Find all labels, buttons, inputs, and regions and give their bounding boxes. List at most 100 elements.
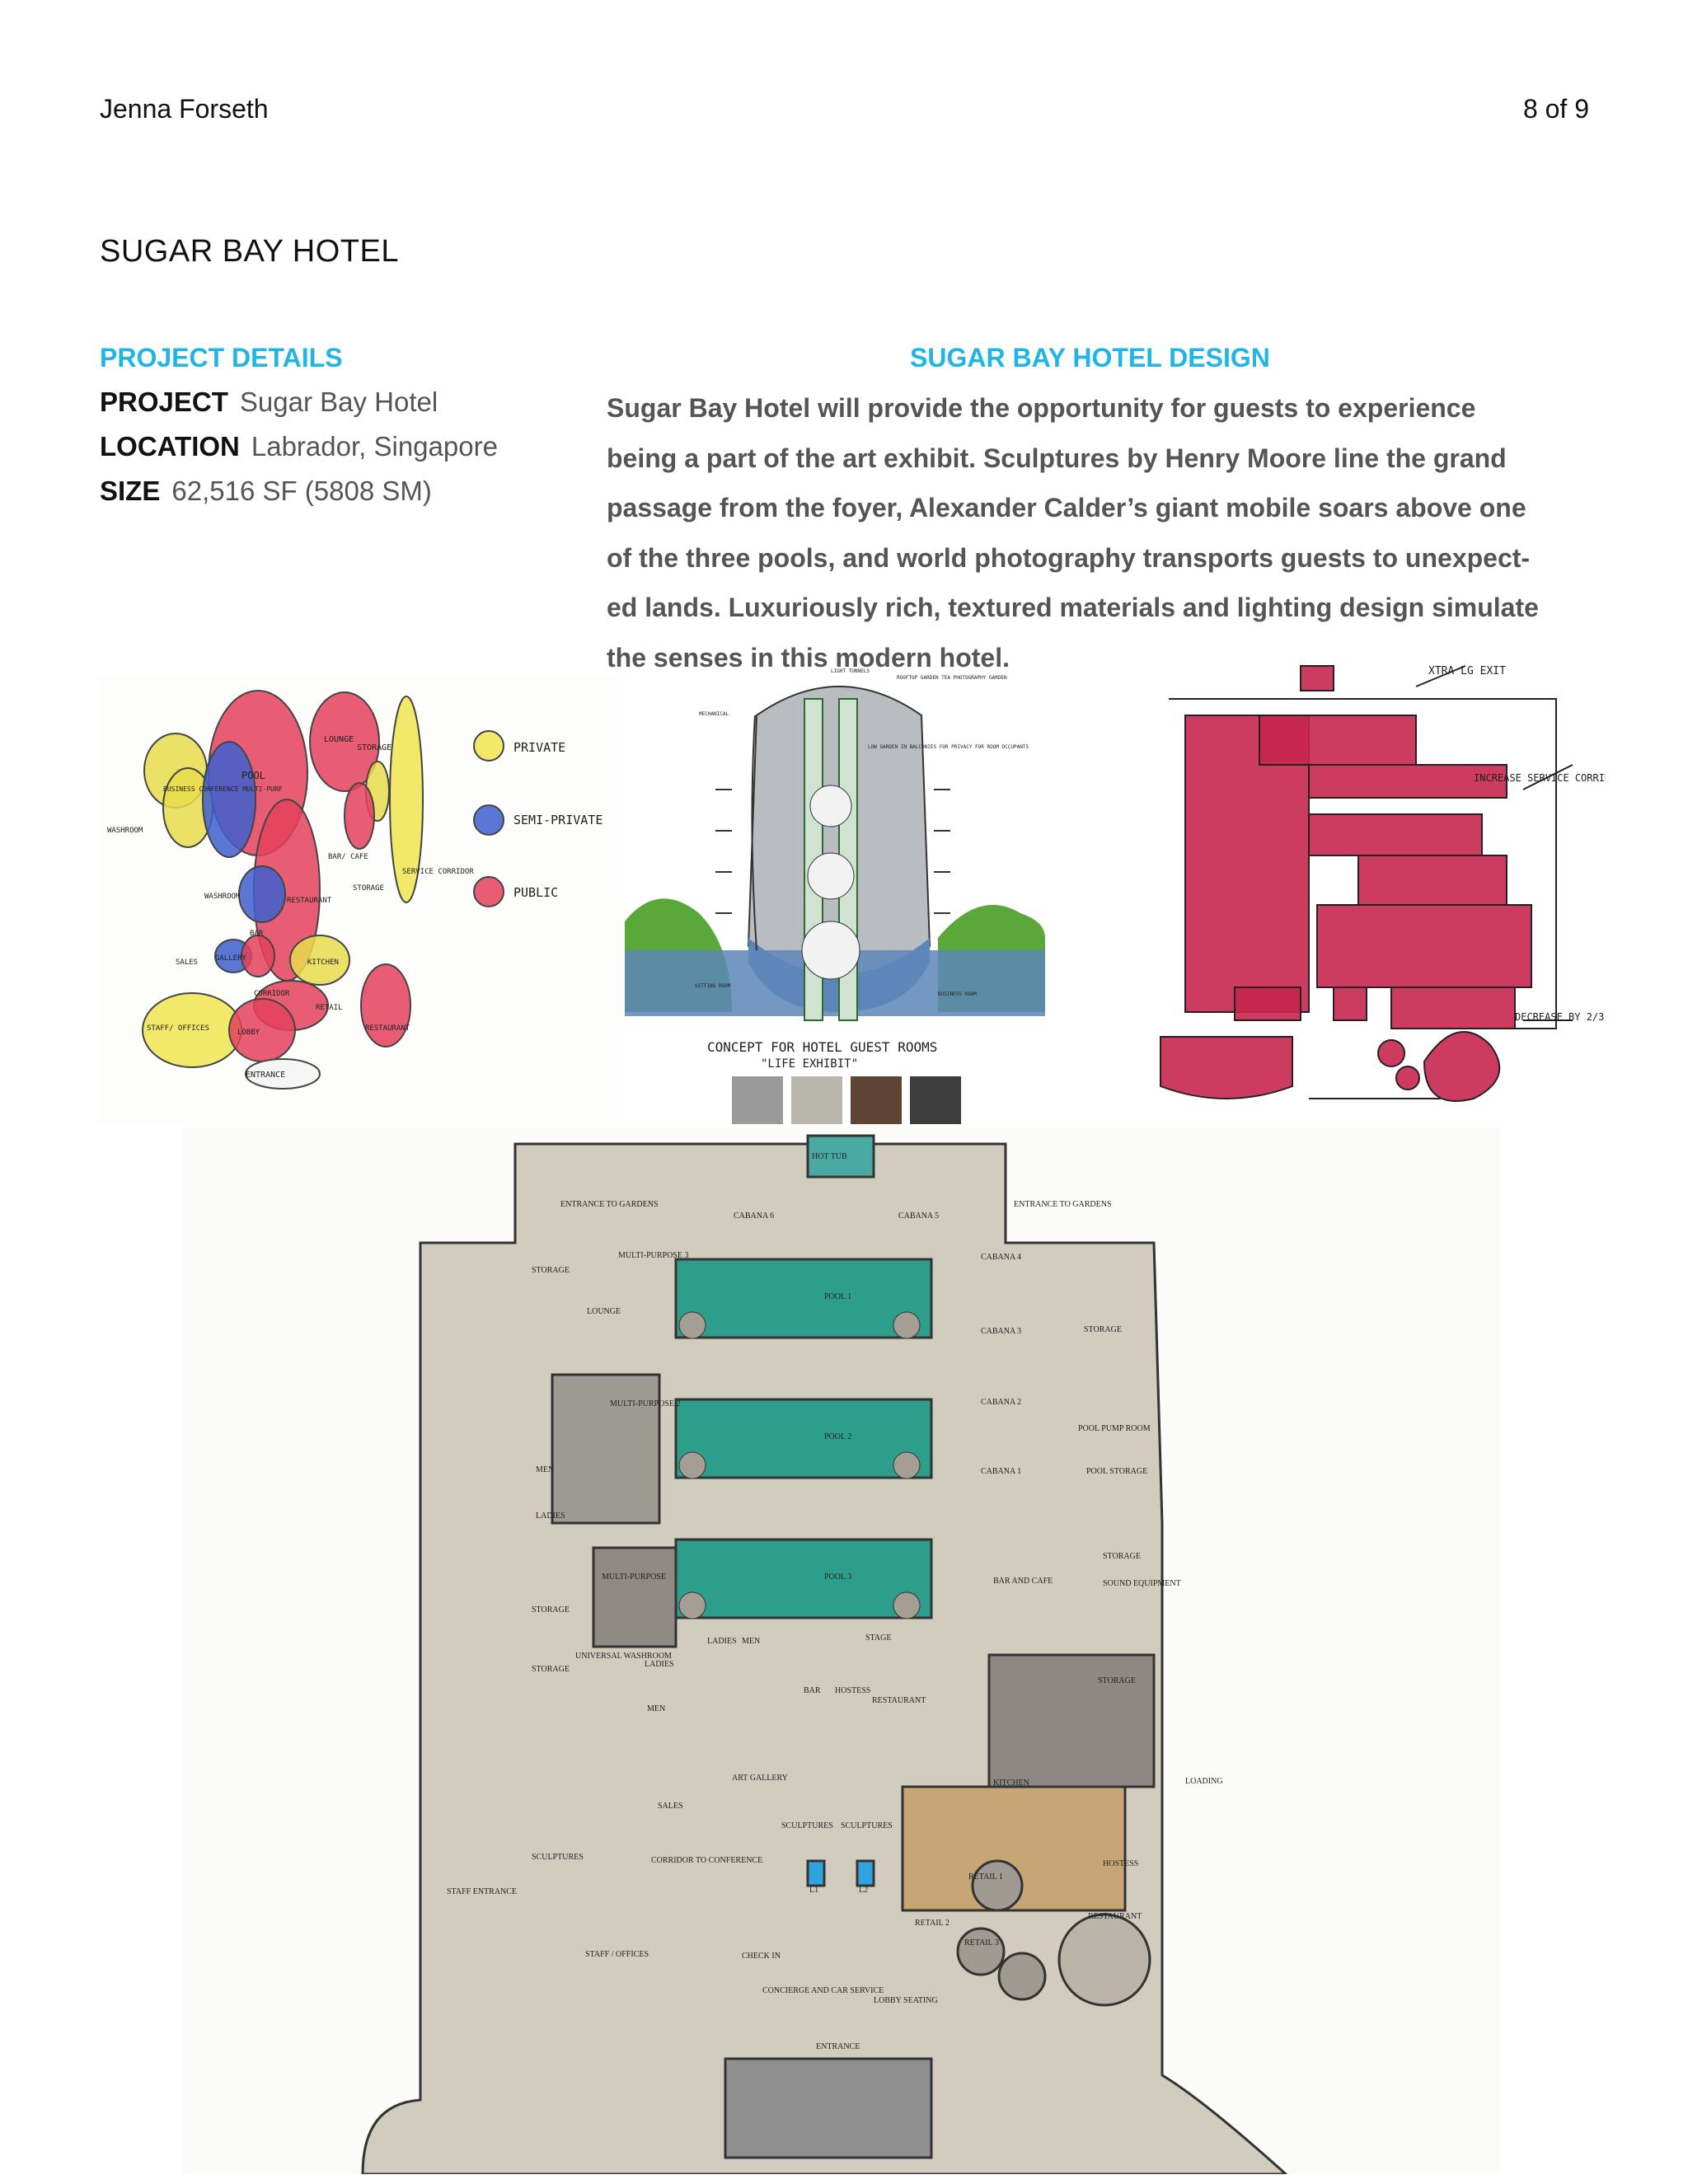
floor-plan-label: CABANA 3 (981, 1327, 1022, 1336)
floor-plan-label: L2 (859, 1886, 869, 1895)
design-line: the senses in this modern hotel. (607, 642, 1010, 673)
bubble-label: POOL (241, 770, 265, 781)
legend-private-label: PRIVATE (513, 740, 565, 755)
floor-plan-label: SCULPTURES (841, 1821, 893, 1830)
floor-plan-label: MULTI-PURPOSE 3 (618, 1251, 689, 1260)
project-details-heading: PROJECT DETAILS (100, 343, 343, 373)
material-swatch (732, 1076, 783, 1124)
design-paragraph: Sugar Bay Hotel will provide the opportu… (607, 383, 1596, 682)
concept-note: LOW GARDEN IN BALCONIES FOR PRIVACY FOR … (868, 744, 1029, 750)
floor-plan-label: POOL 1 (824, 1292, 852, 1301)
concept-note: ROOFTOP GARDEN TEA PHOTOGRAPHY GARDEN (897, 675, 1007, 681)
bubble-label: SALES (176, 958, 198, 967)
detail-label: PROJECT (100, 387, 228, 417)
floor-plan-label: L1 (809, 1886, 819, 1895)
author-name: Jenna Forseth (100, 94, 269, 124)
floor-plan-label: POOL 3 (824, 1572, 852, 1582)
design-line: ed lands. Luxuriously rich, textured mat… (607, 593, 1539, 622)
floor-plan-label: LADIES (645, 1660, 674, 1669)
floor-plan-label: BAR AND CAFE (993, 1577, 1053, 1586)
bubble-label: ENTRANCE (246, 1071, 285, 1080)
floor-plan-label: STORAGE (532, 1665, 570, 1674)
design-line: Sugar Bay Hotel will provide the opportu… (607, 393, 1476, 423)
floor-plan-label: STORAGE (1084, 1325, 1122, 1334)
bubble-label: LOUNGE (324, 735, 354, 744)
floor-plan-label: RETAIL 2 (915, 1919, 950, 1928)
floor-plan-label: UNIVERSAL WASHROOM (575, 1652, 672, 1661)
detail-value: Sugar Bay Hotel (239, 387, 438, 417)
massing-note: XTRA LG EXIT (1428, 665, 1506, 677)
floor-plan-label: HOSTESS (1103, 1859, 1139, 1868)
concept-note: MECHANICAL (699, 711, 729, 717)
floor-plan-label: MEN (536, 1465, 555, 1474)
bubble-label: STORAGE (353, 884, 384, 893)
floor-plan-label: CABANA 1 (981, 1467, 1022, 1476)
floor-plan-label: HOSTESS (835, 1686, 871, 1695)
bubble-label: BAR/ CAFE (328, 853, 368, 861)
floor-plan-label: LADIES (707, 1637, 737, 1646)
floor-plan-label: STORAGE (532, 1605, 570, 1615)
concept-sketch: MECHANICAL LIGHT TUNNELS ROOFTOP GARDEN … (625, 666, 1045, 1127)
detail-label: SIZE (100, 476, 161, 506)
floor-plan-label: ENTRANCE (816, 2042, 860, 2051)
page-number: 8 of 9 (1522, 94, 1589, 124)
floor-plan-label: KITCHEN (993, 1779, 1029, 1788)
floor-plan-label: POOL 2 (824, 1432, 852, 1441)
floor-plan-label: SCULPTURES (781, 1821, 833, 1830)
floor-plan-label: POOL PUMP ROOM (1078, 1424, 1151, 1433)
floor-plan-label: LADIES (536, 1511, 565, 1521)
floor-plan-label: RETAIL 3 (964, 1938, 999, 1947)
floor-plan-label: CONCIERGE AND CAR SERVICE (762, 1986, 884, 1995)
legend-public-label: PUBLIC (513, 885, 558, 900)
detail-value: Labrador, Singapore (251, 431, 498, 462)
detail-label: LOCATION (100, 431, 240, 462)
bubble-label: LOBBY (237, 1029, 260, 1037)
bubble-label: GALLERY (215, 954, 247, 963)
floor-plan-label: HOT TUB (812, 1152, 847, 1161)
floor-plan-label: LOADING (1185, 1777, 1223, 1786)
floor-plan-drawing (361, 1134, 1288, 2174)
bubble-label: CORRIDOR (254, 990, 290, 998)
concept-note: BUSINESS ROOM (938, 991, 977, 997)
floor-plan-label: CABANA 5 (898, 1212, 940, 1221)
bubble-label: RETAIL (316, 1004, 343, 1012)
material-swatch (851, 1076, 902, 1124)
floor-plan-label: CHECK IN (742, 1952, 781, 1961)
floor-plan-label: LOBBY SEATING (874, 1996, 938, 2005)
concept-note: SITTING ROOM (695, 983, 731, 989)
floor-plan-label: SOUND EQUIPMENT (1103, 1579, 1181, 1588)
floor-plan-label: CABANA 4 (981, 1253, 1022, 1262)
floor-plan-label: RESTAURANT (872, 1696, 926, 1705)
design-line: of the three pools, and world photograph… (607, 542, 1531, 573)
bubble-label: RESTAURANT (287, 897, 332, 905)
floor-plan-label: MULTI-PURPOSE 2 (610, 1399, 681, 1408)
floor-plan-label: MULTI-PURPOSE (602, 1572, 666, 1582)
floor-plan-label: RESTAURANT (1088, 1912, 1142, 1921)
design-line: being a part of the art exhibit. Sculptu… (607, 443, 1507, 473)
floor-plan-label: POOL STORAGE (1086, 1467, 1148, 1476)
floor-plan-label: STAFF ENTRANCE (447, 1887, 518, 1896)
bubble-label: KITCHEN (307, 958, 339, 967)
bubble-label: SERVICE CORRIDOR (402, 868, 474, 876)
floor-plan-label: RETAIL 1 (968, 1872, 1003, 1882)
floor-plan: HOT TUB ENTRANCE TO GARDENS ENTRANCE TO … (181, 1127, 1500, 2174)
detail-row: LOCATION Labrador, Singapore (100, 424, 498, 469)
bubble-label: STAFF/ OFFICES (147, 1024, 209, 1033)
massing-sketch-drawing: XTRA LG EXIT INCREASE SERVICE CORRIDOR? … (1160, 665, 1683, 1102)
floor-plan-label: CABANA 6 (734, 1212, 775, 1221)
floor-plan-label: LOUNGE (587, 1307, 621, 1316)
massing-sketch: XTRA LG EXIT INCREASE SERVICE CORRIDOR? … (1144, 649, 1683, 1127)
floor-plan-label: ENTRANCE TO GARDENS (1014, 1200, 1112, 1209)
floor-plan-label: ART GALLERY (732, 1774, 788, 1783)
bubble-label: WASHROOM (107, 827, 143, 835)
massing-note: INCREASE SERVICE CORRIDOR? DELIVERY (1474, 772, 1606, 784)
floor-plan-label: SALES (658, 1802, 683, 1811)
floor-plan-label: STORAGE (532, 1266, 570, 1275)
bubble-label: WASHROOM (204, 893, 241, 901)
massing-note: DECREASE BY 2/3 (1515, 1011, 1604, 1023)
bubble-diagram-drawing: POOL STORAGE LOUNGE BAR/ CAFE STORAGE WA… (107, 690, 603, 1090)
floor-plan-label: MEN (647, 1704, 666, 1713)
design-line: passage from the foyer, Alexander Calder… (607, 493, 1526, 523)
bubble-label: RESTAURANT (365, 1024, 410, 1033)
